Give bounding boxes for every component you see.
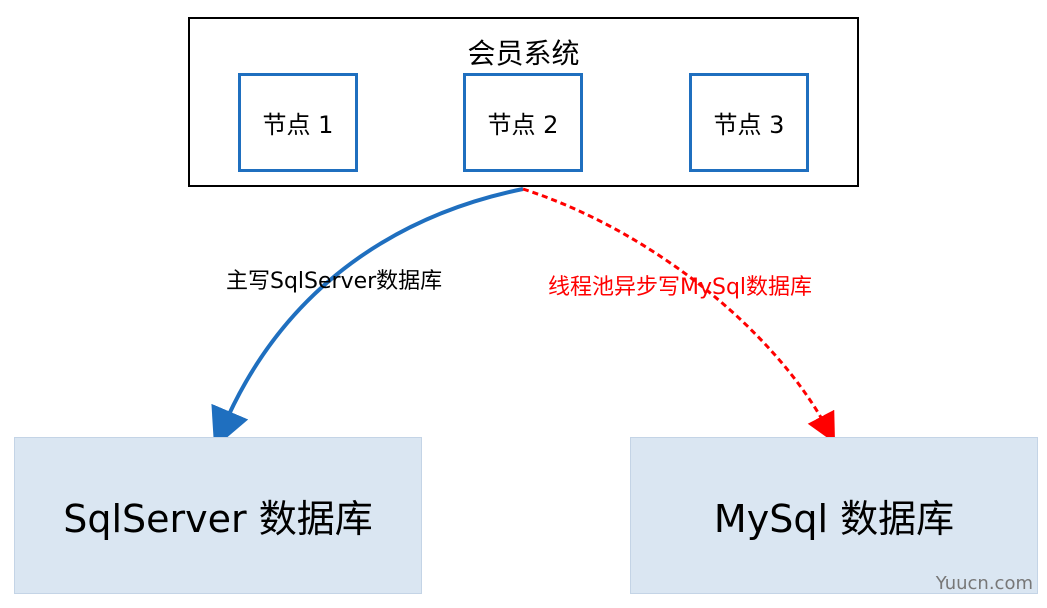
- node-1: 节点 1: [238, 73, 358, 172]
- node-2: 节点 2: [463, 73, 583, 172]
- system-title: 会员系统: [467, 37, 580, 70]
- async-write-label: 线程池异步写MySql数据库: [548, 275, 813, 300]
- member-system-box: 会员系统 节点 1 节点 2 节点 3: [188, 17, 859, 187]
- watermark: Yuucn.com: [935, 573, 1033, 594]
- sqlserver-database-box: SqlServer 数据库: [14, 437, 422, 594]
- sync-write-label: 主写SqlServer数据库: [226, 269, 443, 294]
- mysql-database-box: MySql 数据库: [630, 437, 1038, 594]
- async-write-arrow: [522, 187, 836, 444]
- sync-write-arrow: [211, 187, 524, 449]
- node-3: 节点 3: [689, 73, 809, 172]
